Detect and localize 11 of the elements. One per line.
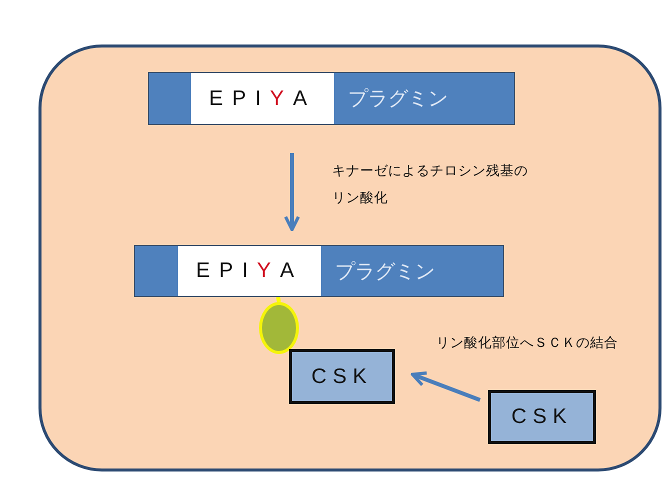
domain-label: プラグミン [334,258,436,284]
arrow [284,153,300,232]
note-text: リン酸化部位へＳＣＫの結合 [436,334,619,353]
edge-label: キナーゼによるチロシン残基のリン酸化 [332,162,529,208]
connector-line [276,296,281,302]
arrow [410,371,481,402]
protein-bar [148,72,515,125]
protein-box: CSK [289,349,395,404]
protein-bar [134,245,504,297]
protein-box: CSK [488,390,596,444]
domain-label: プラグミン [347,85,449,112]
